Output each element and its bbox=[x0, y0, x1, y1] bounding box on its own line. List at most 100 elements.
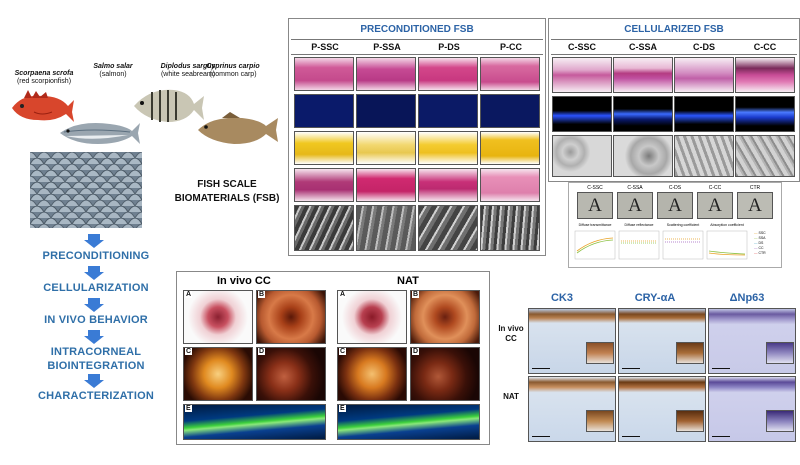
panel-letter: B bbox=[258, 291, 266, 298]
step-preconditioning: PRECONDITIONING bbox=[42, 250, 150, 262]
ihc-inset-image bbox=[766, 410, 794, 432]
dapi-stain-image bbox=[356, 94, 416, 128]
fish-scale-photo bbox=[30, 152, 142, 228]
cellularized-sem-image bbox=[613, 135, 673, 177]
down-arrow-icon bbox=[84, 266, 104, 280]
fish-label-salmon: Salmo salar(salmon) bbox=[93, 63, 133, 78]
ihc-inset-image bbox=[676, 342, 704, 364]
step-biointegration: BIOINTEGRATION bbox=[47, 360, 145, 372]
preconditioned-panel: PRECONDITIONED FSB P-SSC P-SSA P-DS P-CC bbox=[288, 18, 546, 256]
eye-photo-d bbox=[256, 347, 326, 401]
in-vivo-panel: In vivo CC NAT A B C D E A B C D E bbox=[176, 271, 490, 445]
down-arrow-icon bbox=[84, 374, 104, 388]
cellularized-dapi-image bbox=[674, 96, 734, 132]
chart-title: Diffuse reflectance bbox=[624, 223, 654, 227]
pink-stain-image bbox=[294, 168, 354, 202]
panel-letter: A bbox=[339, 291, 347, 298]
scale-bar bbox=[532, 368, 550, 369]
optical-column-header: C-SSA bbox=[627, 185, 643, 191]
transparency-letter-image: A bbox=[737, 192, 773, 219]
transparency-letter-image: A bbox=[617, 192, 653, 219]
pink-stain-image bbox=[356, 168, 416, 202]
sem-image bbox=[418, 205, 478, 251]
down-arrow-icon bbox=[84, 298, 104, 312]
dapi-stain-image bbox=[480, 94, 540, 128]
ihc-inset-image bbox=[586, 410, 614, 432]
ihc-inset-image bbox=[766, 342, 794, 364]
oct-scan-e bbox=[183, 404, 326, 440]
chart-title: Diffuse transmittance bbox=[578, 223, 612, 227]
he-stain-image bbox=[480, 57, 540, 91]
down-arrow-icon bbox=[84, 234, 104, 248]
step-intracorneal: INTRACORNEAL bbox=[50, 346, 142, 358]
pink-stain-image bbox=[418, 168, 478, 202]
ihc-image-cry-nat bbox=[618, 376, 706, 442]
eye-photo-d bbox=[410, 347, 480, 401]
yellow-stain-image bbox=[294, 131, 354, 165]
ihc-image-np63-invivo bbox=[708, 308, 796, 374]
in-vivo-title: In vivo CC bbox=[217, 275, 271, 287]
salmon-image bbox=[60, 123, 140, 144]
scale-bar bbox=[712, 436, 730, 437]
cellularized-sem-image bbox=[552, 135, 612, 177]
chart-title: Absorption coefficient bbox=[710, 223, 744, 227]
cellularized-title: CELLULARIZED FSB bbox=[624, 24, 724, 35]
he-stain-image bbox=[418, 57, 478, 91]
transparency-letter-image: A bbox=[697, 192, 733, 219]
fsb-title: FISH SCALE BIOMATERIALS (FSB) bbox=[174, 179, 280, 204]
sem-image bbox=[480, 205, 540, 251]
he-stain-image bbox=[356, 57, 416, 91]
step-characterization: CHARACTERIZATION bbox=[37, 390, 155, 402]
optical-panel: C-SSC C-SSA C-DS C-CC CTR A A A A A Diff… bbox=[568, 182, 782, 268]
dapi-stain-image bbox=[294, 94, 354, 128]
cellularized-he-image bbox=[735, 57, 795, 93]
column-header: C-SSA bbox=[628, 42, 657, 52]
yellow-stain-image bbox=[480, 131, 540, 165]
step-cellularization: CELLULARIZATION bbox=[43, 282, 149, 294]
dapi-stain-image bbox=[418, 94, 478, 128]
cellularized-sem-image bbox=[735, 135, 795, 177]
transparency-letter-image: A bbox=[657, 192, 693, 219]
panel-letter: E bbox=[185, 405, 192, 412]
cellularized-dapi-image bbox=[613, 96, 673, 132]
ihc-image-cry-invivo bbox=[618, 308, 706, 374]
optical-column-header: C-DS bbox=[668, 185, 682, 191]
cellularized-he-image bbox=[552, 57, 612, 93]
common-carp-image bbox=[198, 112, 278, 144]
column-header: C-SSC bbox=[567, 42, 596, 52]
optical-column-header: CTR bbox=[749, 185, 761, 191]
fish-label-carp: Cyprinus carpio(common carp) bbox=[206, 63, 260, 78]
cellularized-he-image bbox=[674, 57, 734, 93]
chart-legend: — SSC — SSA — DS — CC — CTR bbox=[754, 231, 766, 255]
cellularized-he-image bbox=[613, 57, 673, 93]
fish-label-scorpionfish: Scorpaena scrofa(red scorpionfish) bbox=[14, 70, 74, 85]
panel-letter: E bbox=[339, 405, 346, 412]
ihc-image-ck3-nat bbox=[528, 376, 616, 442]
he-stain-image bbox=[294, 57, 354, 91]
ihc-column-header: ΔNp63 bbox=[729, 292, 765, 304]
panel-letter: C bbox=[339, 348, 347, 355]
step-in-vivo-behavior: IN VIVO BEHAVIOR bbox=[44, 314, 148, 326]
panel-letter: B bbox=[412, 291, 420, 298]
ihc-inset-image bbox=[676, 410, 704, 432]
scale-bar bbox=[532, 436, 550, 437]
eye-photo-c bbox=[337, 347, 407, 401]
fish-label-seabream: Diplodus sargus(white seabream) bbox=[160, 63, 216, 78]
sem-image bbox=[294, 205, 354, 251]
eye-photo-c bbox=[183, 347, 253, 401]
ihc-inset-image bbox=[586, 342, 614, 364]
scale-bar bbox=[622, 368, 640, 369]
eye-photo-a bbox=[337, 290, 407, 344]
pink-stain-image bbox=[480, 168, 540, 202]
sem-image bbox=[356, 205, 416, 251]
eye-photo-b bbox=[256, 290, 326, 344]
column-header: C-CC bbox=[753, 42, 777, 52]
scale-bar bbox=[622, 436, 640, 437]
cellularized-panel: CELLULARIZED FSB C-SSC C-SSA C-DS C-CC bbox=[548, 18, 800, 182]
ihc-row-label: NAT bbox=[503, 392, 519, 401]
panel-letter: D bbox=[412, 348, 420, 355]
ihc-image-np63-nat bbox=[708, 376, 796, 442]
chart-title: Scattering coefficient bbox=[666, 223, 700, 227]
nat-title: NAT bbox=[397, 275, 419, 287]
